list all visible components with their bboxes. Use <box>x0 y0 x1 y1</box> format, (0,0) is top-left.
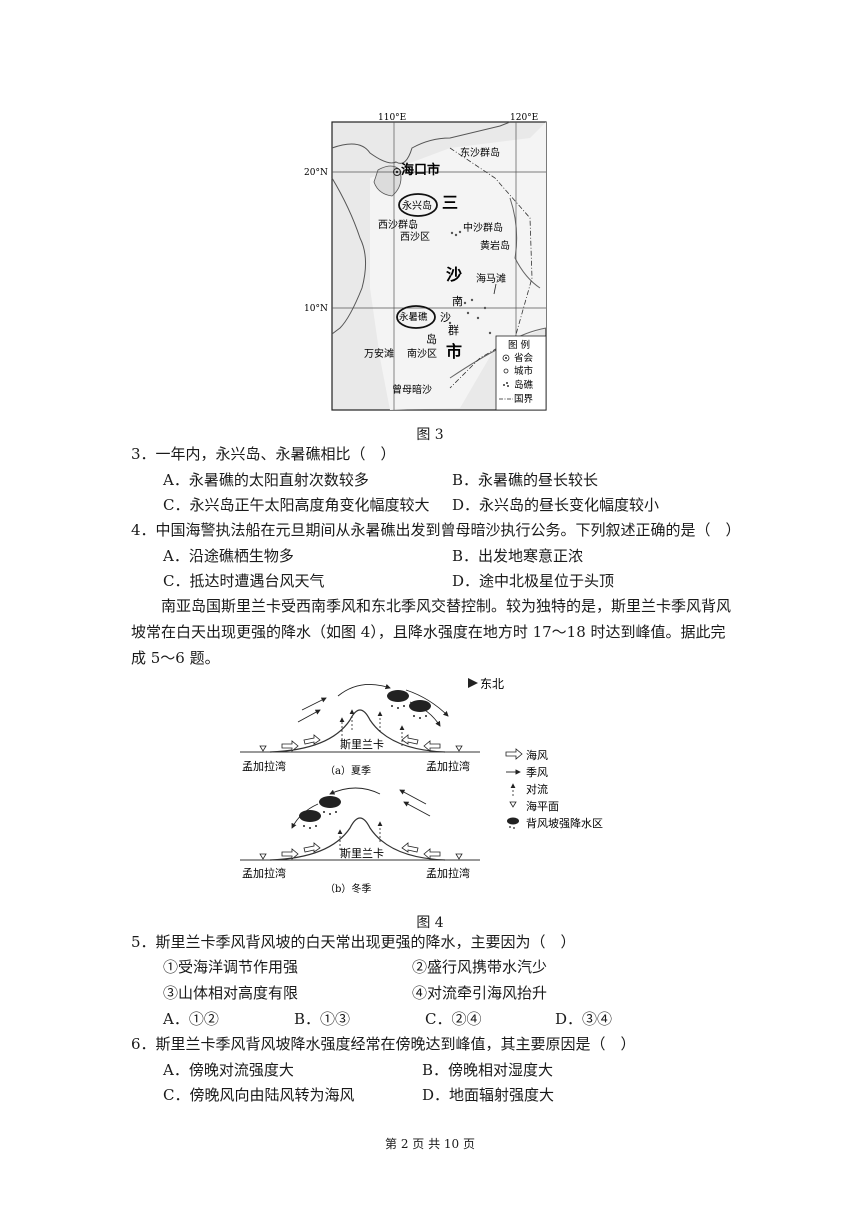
label-xisha-qundao: 西沙群岛 <box>378 218 418 231</box>
legend-leeward-rain: 背风坡强降水区 <box>526 816 603 830</box>
lat-label-20: 20°N <box>304 168 328 178</box>
mountain-label-a: 斯里兰卡 <box>340 738 384 751</box>
q6-option-a: A．傍晚对流强度大 <box>163 1061 294 1079</box>
q3-option-c: C．永兴岛正午太阳高度角变化幅度较大 <box>163 496 430 514</box>
q3-option-a: A．永暑礁的太阳直射次数较多 <box>163 471 369 489</box>
q6-option-b: B．傍晚相对湿度大 <box>422 1061 554 1079</box>
label-haima: 海马滩 <box>476 272 506 285</box>
label-zhongsha: 中沙群岛 <box>463 221 503 234</box>
monsoon-diagram: 东北 <box>240 677 603 895</box>
label-yongxing: 永兴岛 <box>402 199 432 212</box>
north-arrow-icon <box>468 678 478 688</box>
figure-3-caption: 图 3 <box>416 427 444 443</box>
passage-intro: 南亚岛国斯里兰卡受西南季风和东北季风交替控制。较为独特的是，斯里兰卡季风背风坡常… <box>131 597 732 667</box>
map-legend: 图 例 省会 城市 岛礁 国界 <box>495 335 547 411</box>
rain-cloud-icon <box>299 796 341 829</box>
bay-label-a-left: 孟加拉湾 <box>242 759 286 773</box>
north-label: 东北 <box>480 677 504 691</box>
legend-convection: 对流 <box>526 782 548 796</box>
q4-option-b: B．出发地寒意正浓 <box>452 547 584 565</box>
label-nansha-3: 群 <box>448 323 459 337</box>
legend-monsoon: 季风 <box>526 766 548 779</box>
legend-capital: 省会 <box>514 352 534 364</box>
page-number: 第 2 页 共 10 页 <box>385 1137 475 1151</box>
q3-stem: 3．一年内，永兴岛、永暑礁相比（ ） <box>131 445 396 463</box>
q5-option-c: C．②④ <box>425 1010 482 1028</box>
q5-statement-4: ④对流牵引海风抬升 <box>412 984 548 1002</box>
label-dongsha: 东沙群岛 <box>460 146 500 159</box>
lon-label-110: 110°E <box>378 113 406 123</box>
label-xisha-qu: 西沙区 <box>400 231 430 243</box>
legend-border: 国界 <box>514 394 534 405</box>
figure-4: 东北 <box>230 670 630 902</box>
legend-island: 岛礁 <box>514 379 534 391</box>
subcaption-winter: （b）冬季 <box>325 882 371 895</box>
legend-title: 图 例 <box>508 339 530 351</box>
subcaption-summer: （a）夏季 <box>325 765 371 777</box>
q3-option-d: D．永兴岛的昼长变化幅度较小 <box>452 496 660 514</box>
legend-sea-breeze: 海风 <box>526 748 548 762</box>
rain-cloud-icon <box>387 690 431 719</box>
label-nansha-2: 沙 <box>440 311 451 324</box>
mountain-label-b: 斯里兰卡 <box>340 847 384 860</box>
label-zengmu: 曾母暗沙 <box>392 383 432 396</box>
bay-label-b-left: 孟加拉湾 <box>242 866 286 880</box>
lat-label-10: 10°N <box>304 304 328 314</box>
figure-3: 110°E 120°E 20°N 10°N 海口市 东沙群岛 永兴岛 西沙群岛 … <box>300 108 560 416</box>
q3-option-b: B．永暑礁的昼长较长 <box>452 471 599 489</box>
q6-option-d: D．地面辐射强度大 <box>422 1086 555 1104</box>
label-sansha-3: 市 <box>446 342 462 361</box>
q6-option-c: C．傍晚风向由陆风转为海风 <box>163 1086 355 1104</box>
label-huangyan: 黄岩岛 <box>480 239 510 252</box>
label-nansha-qu: 南沙区 <box>407 347 437 360</box>
q5-stem: 5．斯里兰卡季风背风坡的白天常出现更强的降水，主要因为（ ） <box>131 933 576 951</box>
q5-option-a: A．①② <box>163 1010 219 1028</box>
label-yongshu: 永暑礁 <box>399 311 428 323</box>
bay-label-a-right: 孟加拉湾 <box>426 759 470 773</box>
q4-option-c: C．抵达时遭遇台风天气 <box>163 572 325 590</box>
figure4-legend: 海风 季风 对流 海平面 背风坡强降水区 <box>505 748 603 830</box>
bay-label-b-right: 孟加拉湾 <box>426 866 470 880</box>
q4-stem: 4．中国海警执法船在元旦期间从永暑礁出发到曾母暗沙执行公务。下列叙述正确的是（ … <box>131 521 741 539</box>
label-haikou: 海口市 <box>401 162 440 178</box>
q5-option-d: D．③④ <box>555 1010 613 1028</box>
label-sansha-1: 三 <box>442 193 458 212</box>
q4-option-a: A．沿途礁栖生物多 <box>163 547 294 565</box>
south-china-sea-map: 110°E 120°E 20°N 10°N 海口市 东沙群岛 永兴岛 西沙群岛 … <box>304 113 547 411</box>
label-nansha-4: 岛 <box>426 332 437 346</box>
label-nansha-1: 南 <box>452 295 463 308</box>
q5-statement-2: ②盛行风携带水汽少 <box>412 958 548 976</box>
q5-statement-1: ①受海洋调节作用强 <box>163 958 299 976</box>
q5-statement-3: ③山体相对高度有限 <box>163 984 299 1002</box>
legend-city: 城市 <box>514 365 534 377</box>
label-wanan: 万安滩 <box>364 347 394 360</box>
q5-option-b: B．①③ <box>294 1010 351 1028</box>
lon-label-120: 120°E <box>510 113 538 123</box>
label-sansha-2: 沙 <box>446 265 462 284</box>
legend-sea-level: 海平面 <box>526 799 559 813</box>
q6-stem: 6．斯里兰卡季风背风坡降水强度经常在傍晚达到峰值，其主要原因是（ ） <box>131 1035 636 1053</box>
figure-4-caption: 图 4 <box>416 915 444 931</box>
q4-option-d: D．途中北极星位于头顶 <box>452 572 615 590</box>
